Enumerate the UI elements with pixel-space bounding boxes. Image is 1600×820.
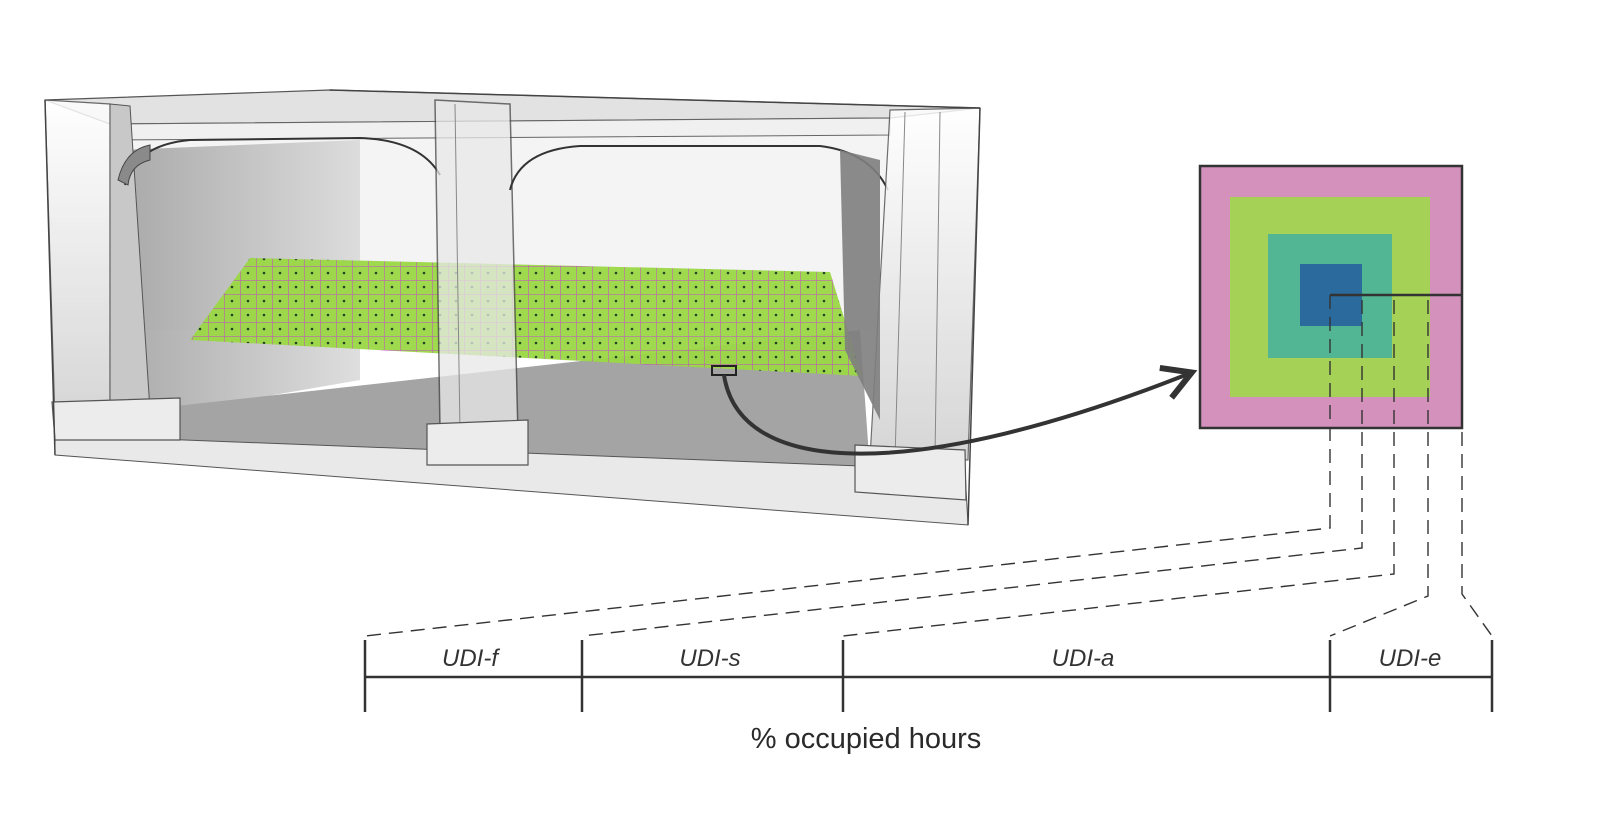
udi-axis: [363, 640, 1494, 712]
right-column: [869, 107, 981, 461]
leader-udi-f: [364, 295, 1331, 637]
segment-label-udi-e: UDI-e: [1379, 645, 1442, 672]
leader-udi-e-left: [1329, 300, 1429, 637]
sensor-grid: [190, 258, 862, 376]
axis-title: % occupied hours: [751, 723, 982, 755]
udi-zone-square: [1198, 164, 1464, 430]
segment-label-udi-a: UDI-a: [1052, 645, 1115, 672]
left-column: [44, 99, 111, 421]
room-model: [44, 89, 981, 526]
leader-udi-e-right: [1461, 300, 1493, 637]
dashed-leader-lines: [364, 295, 1493, 637]
segment-label-udi-f: UDI-f: [442, 645, 500, 672]
zoom-arrow: [722, 364, 1198, 456]
segment-label-udi-s: UDI-s: [679, 645, 740, 672]
center-column: [434, 99, 519, 436]
center-base: [426, 419, 529, 466]
leader-udi-a: [842, 300, 1395, 637]
left-base: [51, 397, 181, 441]
leader-udi-s: [581, 300, 1363, 637]
